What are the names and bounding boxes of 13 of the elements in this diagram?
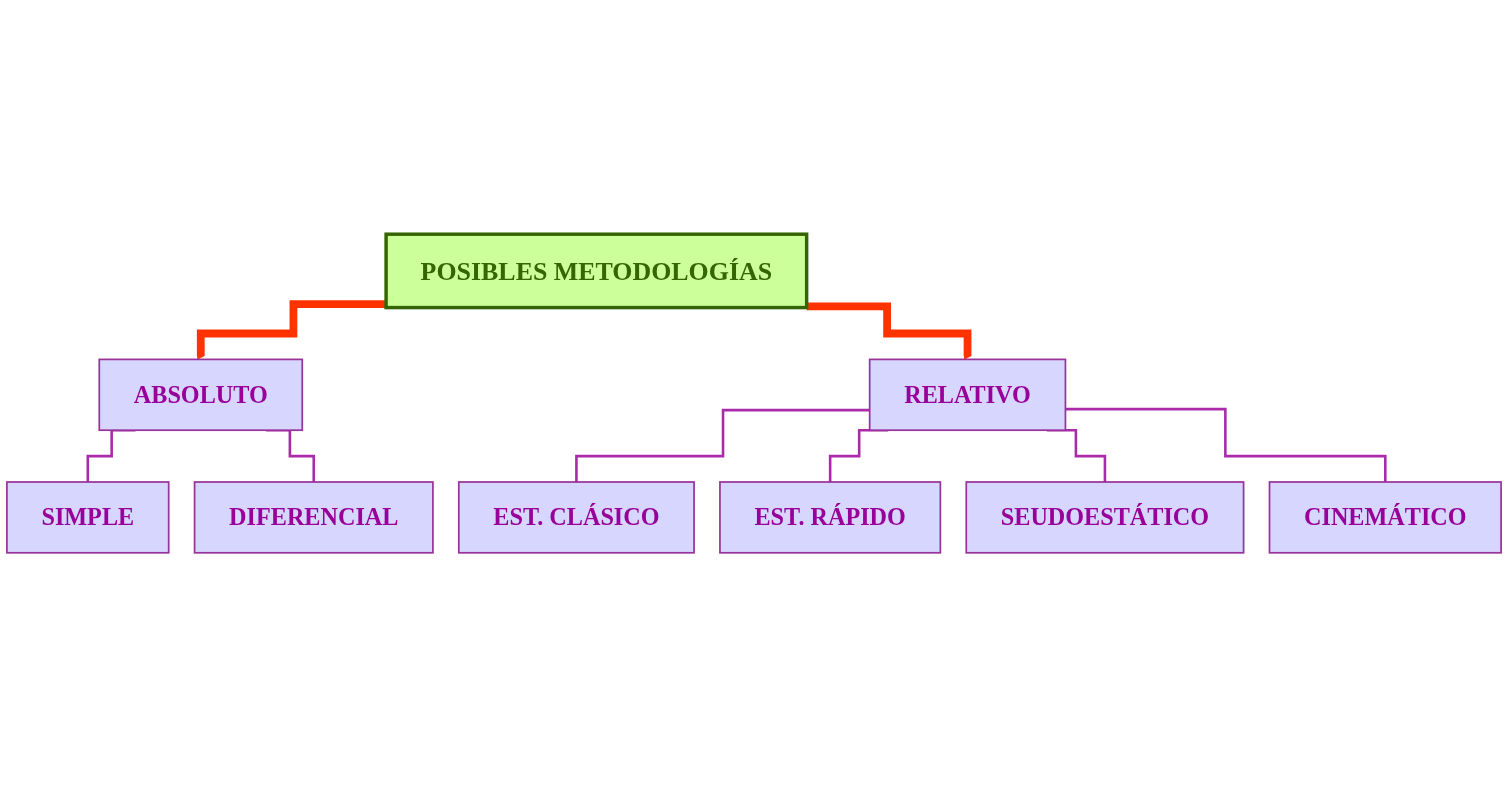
node-box: SEUDOESTÁTICO	[965, 481, 1245, 554]
arrow	[196, 300, 387, 360]
node-box: EST. CLÁSICO	[457, 481, 695, 554]
arrow	[806, 302, 972, 360]
node-box: CINEMÁTICO	[1268, 481, 1502, 554]
node-box: DIFERENCIAL	[193, 481, 434, 554]
connector	[575, 408, 870, 484]
node-box: ABSOLUTO	[98, 358, 304, 432]
node-box: RELATIVO	[868, 358, 1067, 432]
node-box: POSIBLES METODOLOGÍAS	[384, 232, 809, 310]
connector	[1065, 407, 1387, 484]
node-box: SIMPLE	[6, 481, 170, 554]
node-box: EST. RÁPIDO	[719, 481, 942, 554]
